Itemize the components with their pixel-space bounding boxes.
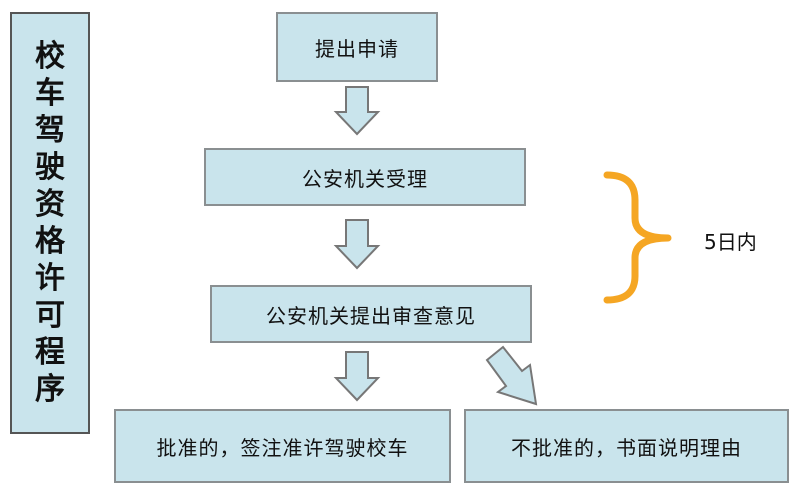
down-arrow-1 — [333, 86, 381, 136]
outcome-approved-label: 批准的，签注准许驾驶校车 — [156, 435, 409, 460]
title-char: 驾 — [35, 113, 65, 148]
brace-icon — [603, 171, 672, 304]
title-char: 格 — [35, 224, 65, 259]
title-char: 车 — [35, 76, 65, 111]
step-police-review-label: 公安机关提出审查意见 — [266, 303, 476, 328]
step-submit-application-label: 提出申请 — [315, 36, 399, 61]
diagonal-arrow — [485, 345, 538, 406]
step-submit-application: 提出申请 — [276, 12, 438, 82]
outcome-rejected-label: 不批准的，书面说明理由 — [511, 435, 742, 460]
title-vertical: 校 车 驾 驶 资 格 许 可 程 序 — [10, 12, 90, 434]
down-arrow-2 — [333, 219, 381, 270]
time-limit-label: 5日内 — [704, 230, 757, 254]
down-arrow-3 — [333, 351, 381, 402]
title-char: 序 — [35, 372, 65, 407]
title-char: 许 — [35, 261, 65, 296]
title-char: 校 — [35, 39, 65, 74]
outcome-approved: 批准的，签注准许驾驶校车 — [114, 409, 451, 483]
step-police-review: 公安机关提出审查意见 — [210, 285, 532, 343]
title-char: 程 — [35, 335, 65, 370]
outcome-rejected: 不批准的，书面说明理由 — [464, 409, 789, 483]
step-police-accept: 公安机关受理 — [204, 148, 526, 206]
title-char: 可 — [35, 298, 65, 333]
step-police-accept-label: 公安机关受理 — [302, 166, 428, 191]
title-char: 资 — [35, 187, 65, 222]
title-char: 驶 — [35, 150, 65, 185]
